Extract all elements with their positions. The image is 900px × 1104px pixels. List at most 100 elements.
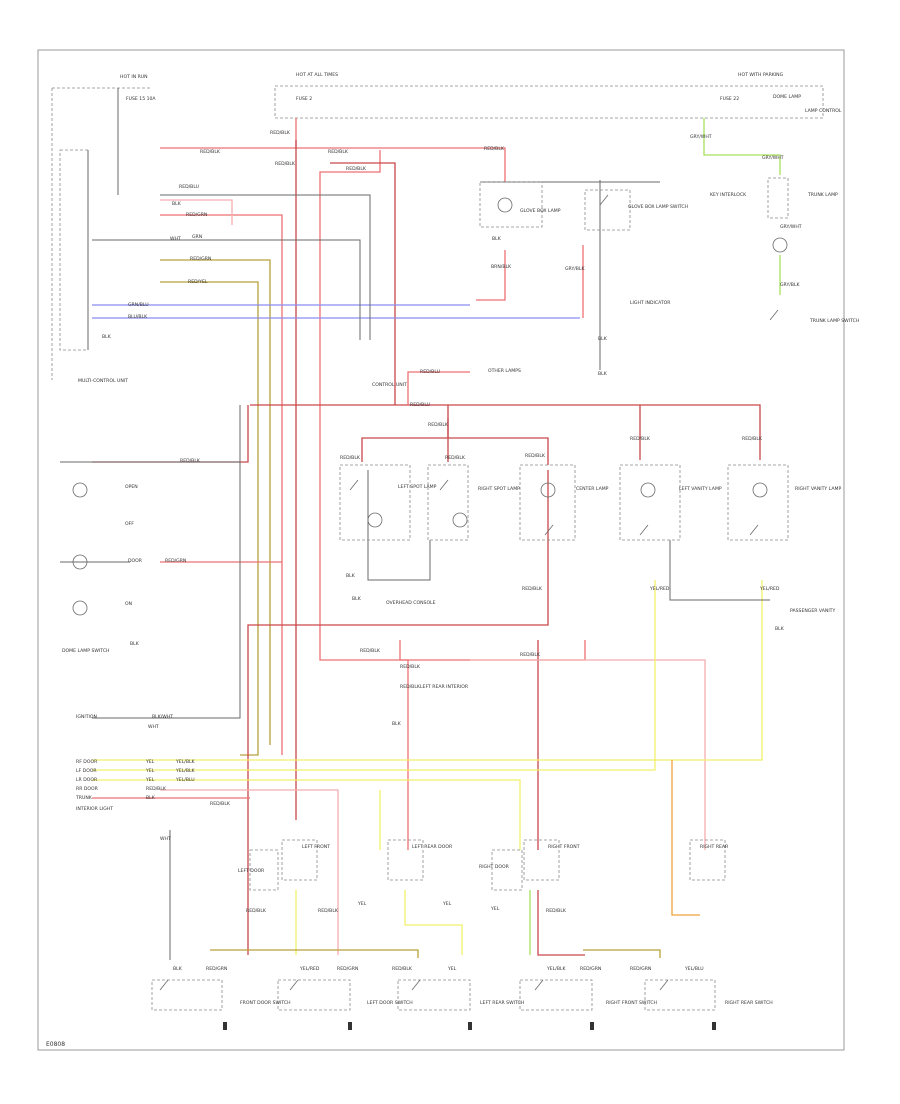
wire-blk-45 bbox=[669, 540, 770, 601]
label-brn-blk: BRN/BLK bbox=[491, 264, 512, 270]
label-blk-11: BLK bbox=[173, 966, 183, 972]
wire-olive-39 bbox=[210, 949, 419, 958]
label-red-blk-8: RED/BLK bbox=[428, 422, 449, 428]
label-red-grn-5: RED/GRN bbox=[337, 966, 358, 972]
label-yel-1: YEL bbox=[145, 759, 155, 765]
label-fuse-15: FUSE 15 10A bbox=[126, 96, 156, 102]
label-center-lamp: CENTER LAMP bbox=[576, 486, 609, 492]
wire-olive-8 bbox=[160, 281, 259, 756]
label-wht: WHT bbox=[148, 724, 159, 730]
wire-red-1 bbox=[296, 147, 506, 182]
lamp-bulb-5 bbox=[772, 237, 788, 253]
label-red-blk-21: RED/BLK bbox=[246, 908, 267, 914]
label-blk-7: BLK bbox=[352, 596, 362, 602]
label-blk-9: BLK bbox=[392, 721, 402, 727]
label-red-blk-19: RED/BLK bbox=[146, 786, 167, 792]
label-blk-6: BLK bbox=[130, 641, 140, 647]
lamp-bulb-6 bbox=[497, 197, 513, 213]
wire-olive-7 bbox=[160, 259, 271, 745]
label-right-front-sw: RIGHT FRONT SWITCH bbox=[606, 1000, 657, 1006]
label-blk-wht: BLK/WHT bbox=[152, 714, 173, 720]
lamp-bulb-0 bbox=[367, 512, 383, 528]
right-vanity-box bbox=[727, 464, 789, 541]
label-red-blk-1: RED/BLK bbox=[270, 130, 291, 136]
label-red-blk-22: RED/BLK bbox=[318, 908, 339, 914]
label-front-door-sw: FRONT DOOR SWITCH bbox=[240, 1000, 291, 1006]
label-glove-box-lamp-sw: GLOVE BOX LAMP SWITCH bbox=[628, 204, 688, 210]
wire-yellow-29 bbox=[92, 580, 763, 761]
ground-symbol-3 bbox=[590, 1022, 594, 1030]
door-switch-3 bbox=[397, 979, 471, 1011]
label-red-grn-1: RED/GRN bbox=[186, 212, 207, 218]
glove-box-switch-box bbox=[584, 189, 631, 231]
lamp-bulb-1 bbox=[452, 512, 468, 528]
wire-blk-43 bbox=[92, 405, 241, 719]
label-red-grn-3: RED/GRN bbox=[165, 558, 186, 564]
label-blk-4: BLK bbox=[598, 336, 608, 342]
label-right-front: RIGHT FRONT bbox=[548, 844, 580, 850]
label-lamp-control: LAMP CONTROL bbox=[805, 108, 842, 114]
label-trunk-lamp-sw: TRUNK LAMP SWITCH bbox=[809, 318, 859, 324]
label-blk-1: BLK bbox=[172, 201, 182, 207]
label-trunk-lamp: TRUNK LAMP bbox=[807, 192, 838, 198]
wire-pink-34 bbox=[160, 789, 339, 955]
wire-pink-28 bbox=[470, 659, 706, 850]
label-red-blk-5: RED/BLK bbox=[275, 161, 296, 167]
glove-box-lamp-box bbox=[479, 181, 543, 228]
wire-yellow-37 bbox=[404, 890, 463, 955]
label-ignition: IGNITION bbox=[76, 714, 97, 720]
label-fuse-22: FUSE 22 bbox=[720, 96, 739, 102]
label-red-blk-12: RED/BLK bbox=[630, 436, 651, 442]
label-red-blk-13: RED/BLK bbox=[742, 436, 763, 442]
label-key-interlock: KEY INTERLOCK bbox=[710, 192, 747, 198]
switch-contact-5 bbox=[159, 979, 169, 991]
right-front-box bbox=[523, 839, 560, 881]
ground-symbol-1 bbox=[348, 1022, 352, 1030]
label-red-grn-7: RED/GRN bbox=[630, 966, 651, 972]
fuse-box-hot-at-all-times bbox=[274, 85, 824, 119]
right-spot-lamp-box bbox=[427, 464, 469, 541]
label-red-blk-20: RED/BLK bbox=[210, 801, 231, 807]
label-blk-10: BLK bbox=[146, 795, 156, 801]
label-hot-with-parking: HOT WITH PARKING bbox=[738, 72, 784, 78]
label-red-yel-1: RED/YEL bbox=[188, 279, 208, 285]
lamp-bulb-3 bbox=[640, 482, 656, 498]
right-rear-box bbox=[689, 839, 726, 881]
lamp-bulb-9 bbox=[72, 600, 88, 616]
switch-contact-6 bbox=[289, 979, 299, 991]
switch-contact-8 bbox=[534, 979, 544, 991]
label-passenger-vanity: PASSENGER VANITY bbox=[790, 608, 835, 614]
label-gry-blk-2: GRY/BLK bbox=[565, 266, 586, 272]
label-yel-red-1: YEL/RED bbox=[649, 586, 670, 592]
wire-olive-40 bbox=[583, 949, 661, 958]
left-rear-box bbox=[387, 839, 424, 881]
label-red-grn-2: RED/GRN bbox=[190, 256, 211, 262]
wire-yellow-30 bbox=[92, 580, 656, 771]
label-trunk: TRUNK bbox=[75, 795, 93, 801]
label-blk-5: BLK bbox=[598, 371, 608, 377]
door-switch-1 bbox=[151, 979, 223, 1011]
label-dome-lamp-switch: DOME LAMP SWITCH bbox=[62, 648, 110, 654]
label-hot-in-run: HOT IN RUN bbox=[120, 74, 148, 80]
trunk-lamp-box bbox=[767, 177, 789, 219]
label-yel-red-3: YEL/RED bbox=[299, 966, 320, 972]
lamp-bulb-2 bbox=[540, 482, 556, 498]
left-door-box bbox=[249, 849, 279, 891]
switch-contact-3 bbox=[639, 524, 649, 536]
label-multi-control: MULTI-CONTROL UNIT bbox=[78, 378, 128, 384]
ground-symbol-2 bbox=[468, 1022, 472, 1030]
wire-red-5 bbox=[160, 214, 283, 755]
switch-contact-0 bbox=[349, 479, 359, 491]
ground-symbol-0 bbox=[223, 1022, 227, 1030]
label-red-blk-18: RED/BLK bbox=[400, 684, 421, 690]
wire-green-15 bbox=[703, 118, 781, 175]
label-red-blu-1: RED/BLU bbox=[179, 184, 199, 190]
label-red-grn-4: RED/GRN bbox=[206, 966, 227, 972]
label-blk-3: BLK bbox=[492, 236, 502, 242]
label-off: OFF bbox=[125, 521, 134, 527]
label-control-unit: CONTROL UNIT bbox=[372, 382, 407, 388]
wire-yellow-31 bbox=[92, 779, 521, 850]
label-red-blk-4: RED/BLK bbox=[484, 146, 505, 152]
label-right-door-sw: RIGHT DOOR bbox=[479, 864, 510, 870]
